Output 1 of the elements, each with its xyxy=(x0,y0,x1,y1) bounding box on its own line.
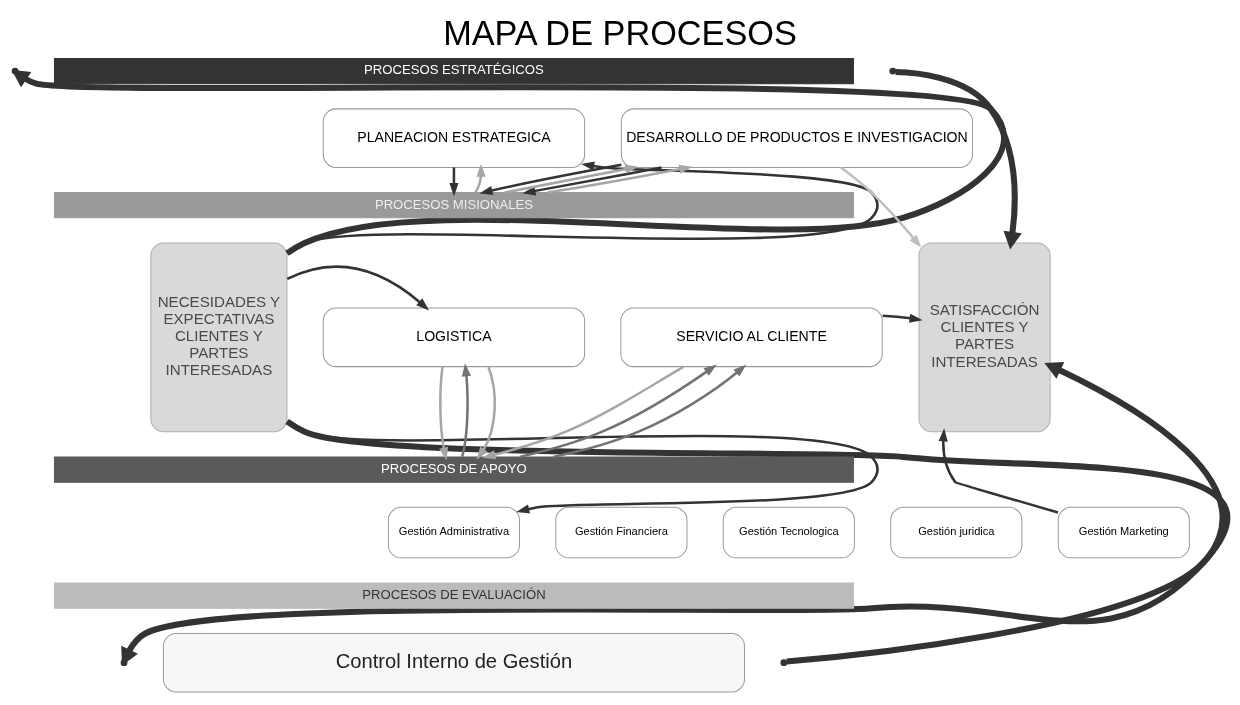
diagram-title: MAPA DE PROCESOS xyxy=(443,13,797,52)
